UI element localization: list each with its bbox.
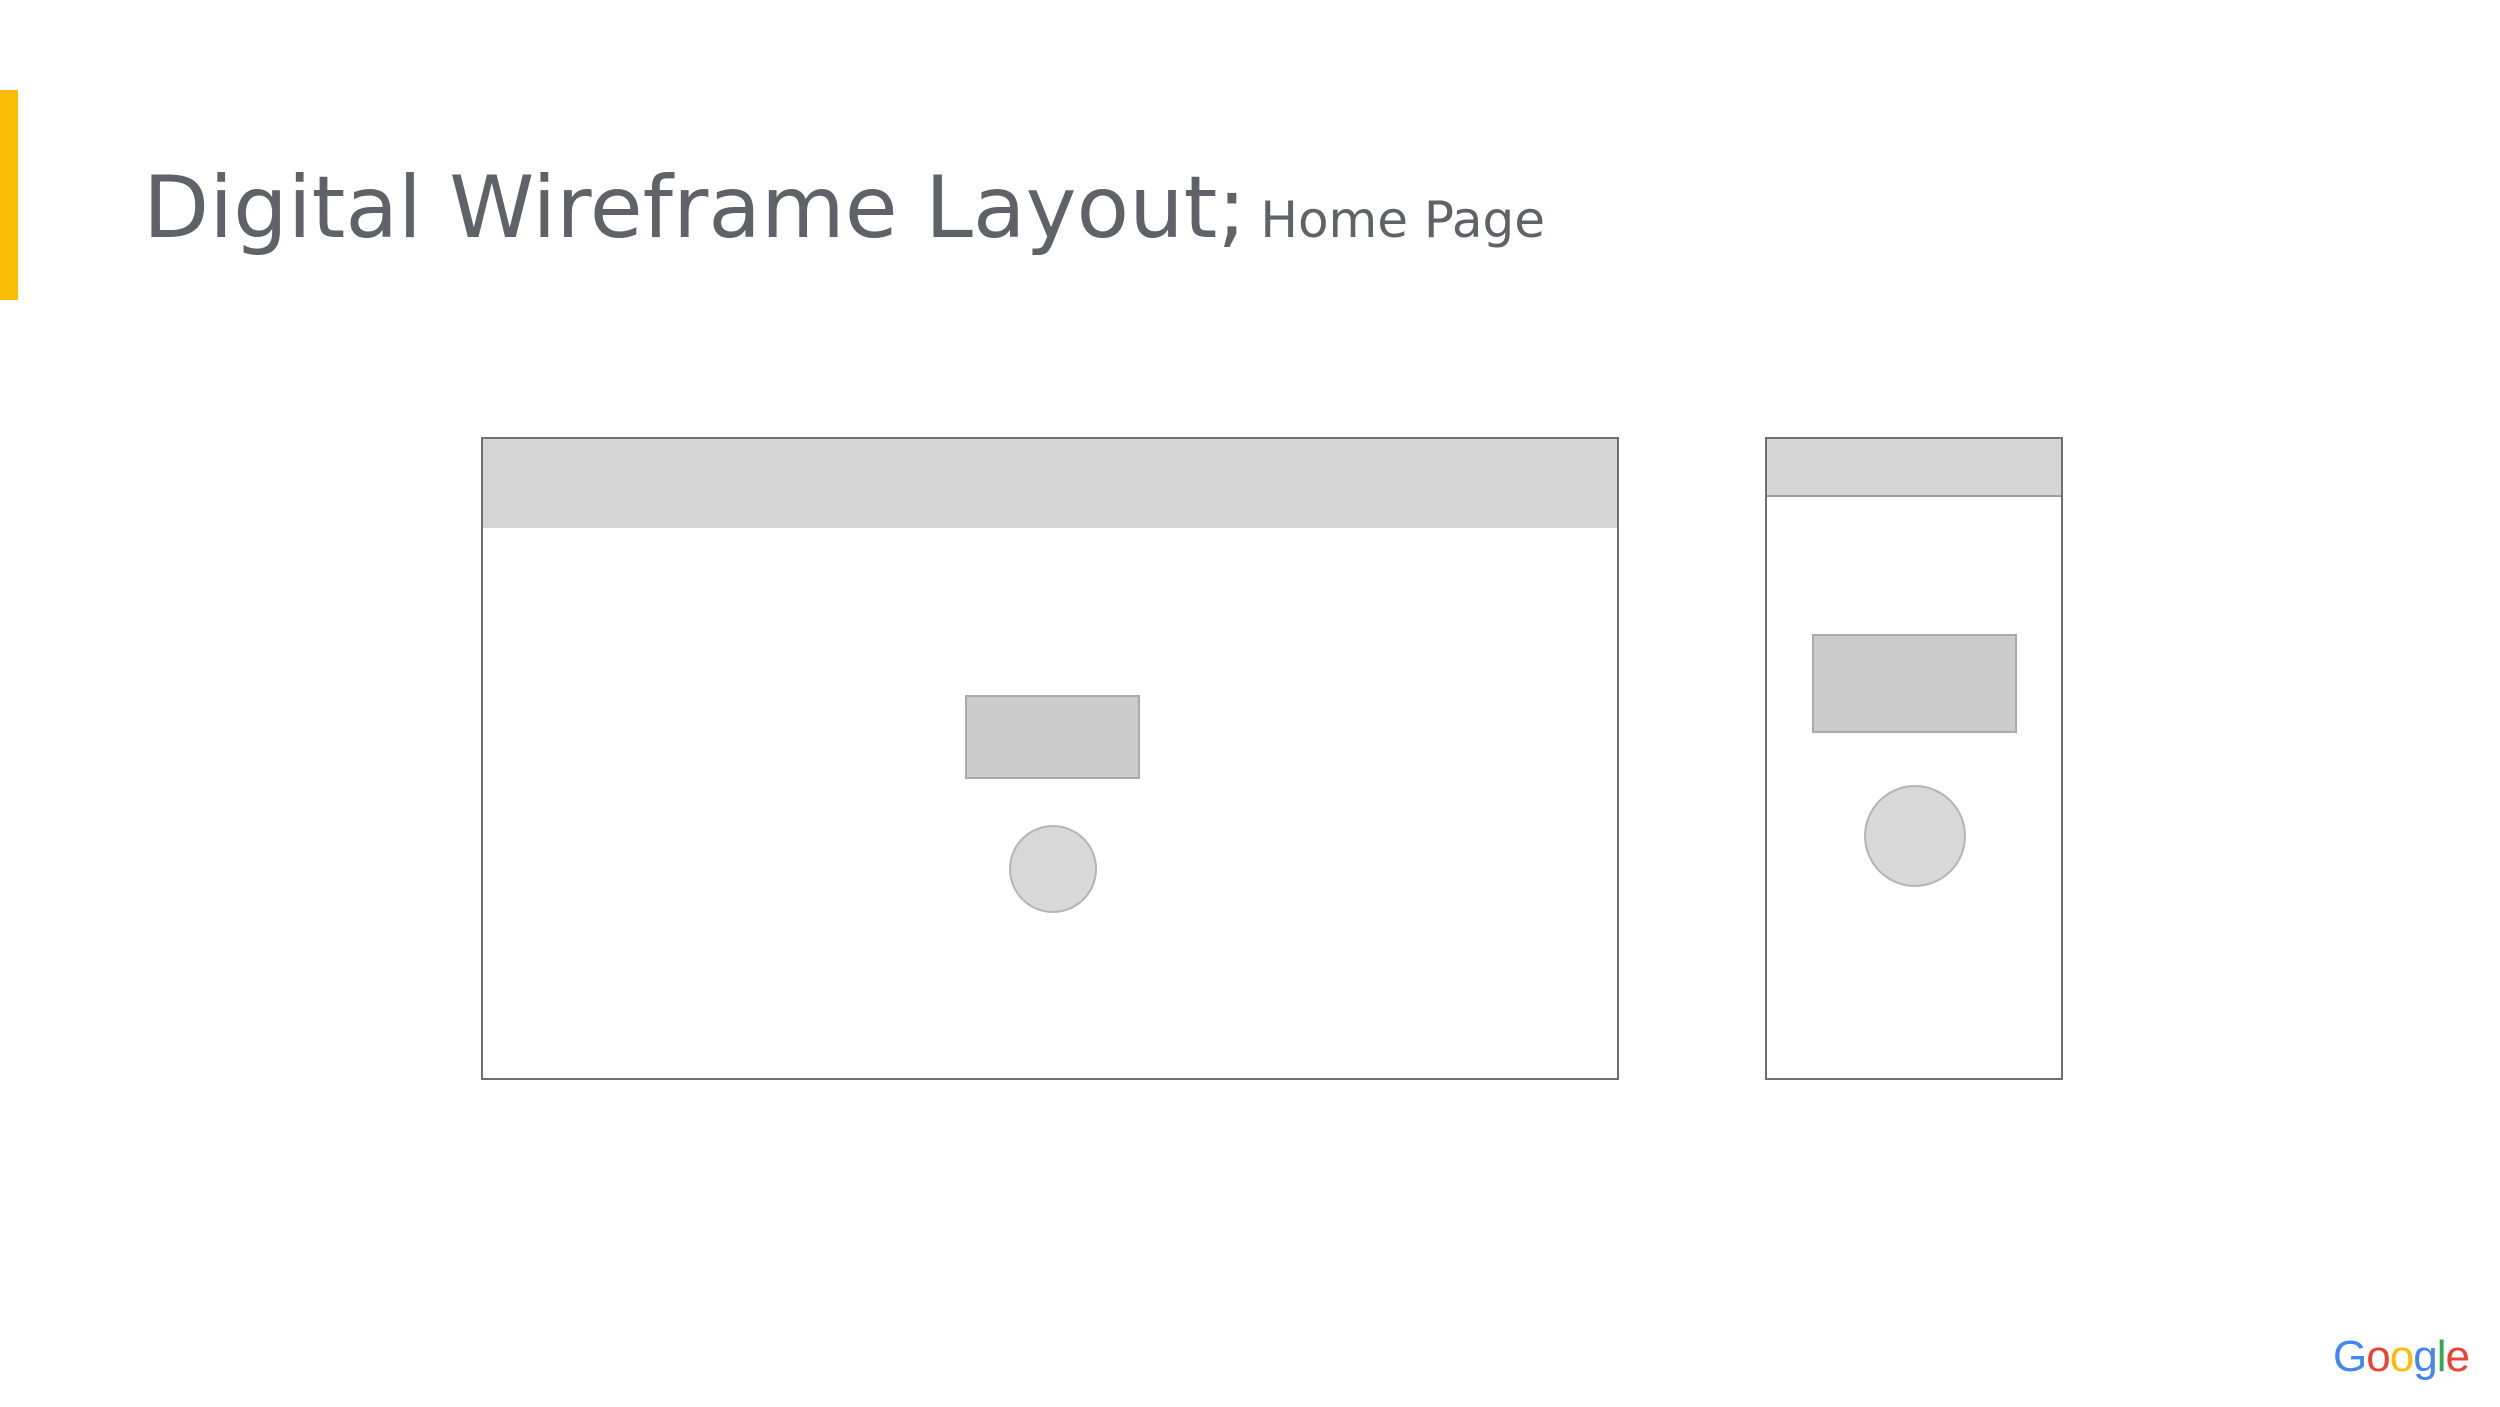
google-logo-letter: g xyxy=(2413,1332,2438,1381)
slide-title: Digital Wireframe Layout; xyxy=(143,158,1247,258)
google-logo-letter: o xyxy=(2389,1332,2415,1381)
mobile-header-bar xyxy=(1767,439,2061,497)
slide-title-row: Digital Wireframe Layout;Home Page xyxy=(143,165,1545,251)
desktop-wireframe xyxy=(481,437,1619,1080)
desktop-rectangle-placeholder xyxy=(965,695,1140,779)
mobile-wireframe xyxy=(1765,437,2063,1080)
google-logo-letter: G xyxy=(2333,1332,2367,1381)
desktop-header-bar xyxy=(483,439,1617,528)
google-logo: Google xyxy=(2333,1332,2470,1381)
google-logo-letter: o xyxy=(2366,1332,2391,1381)
accent-bar xyxy=(0,90,18,300)
desktop-circle-placeholder xyxy=(1009,825,1097,913)
google-logo-letter: l xyxy=(2436,1332,2447,1381)
mobile-rectangle-placeholder xyxy=(1812,634,2017,733)
mobile-circle-placeholder xyxy=(1864,785,1966,887)
slide-subtitle: Home Page xyxy=(1260,191,1545,249)
google-logo-letter: e xyxy=(2445,1332,2470,1381)
